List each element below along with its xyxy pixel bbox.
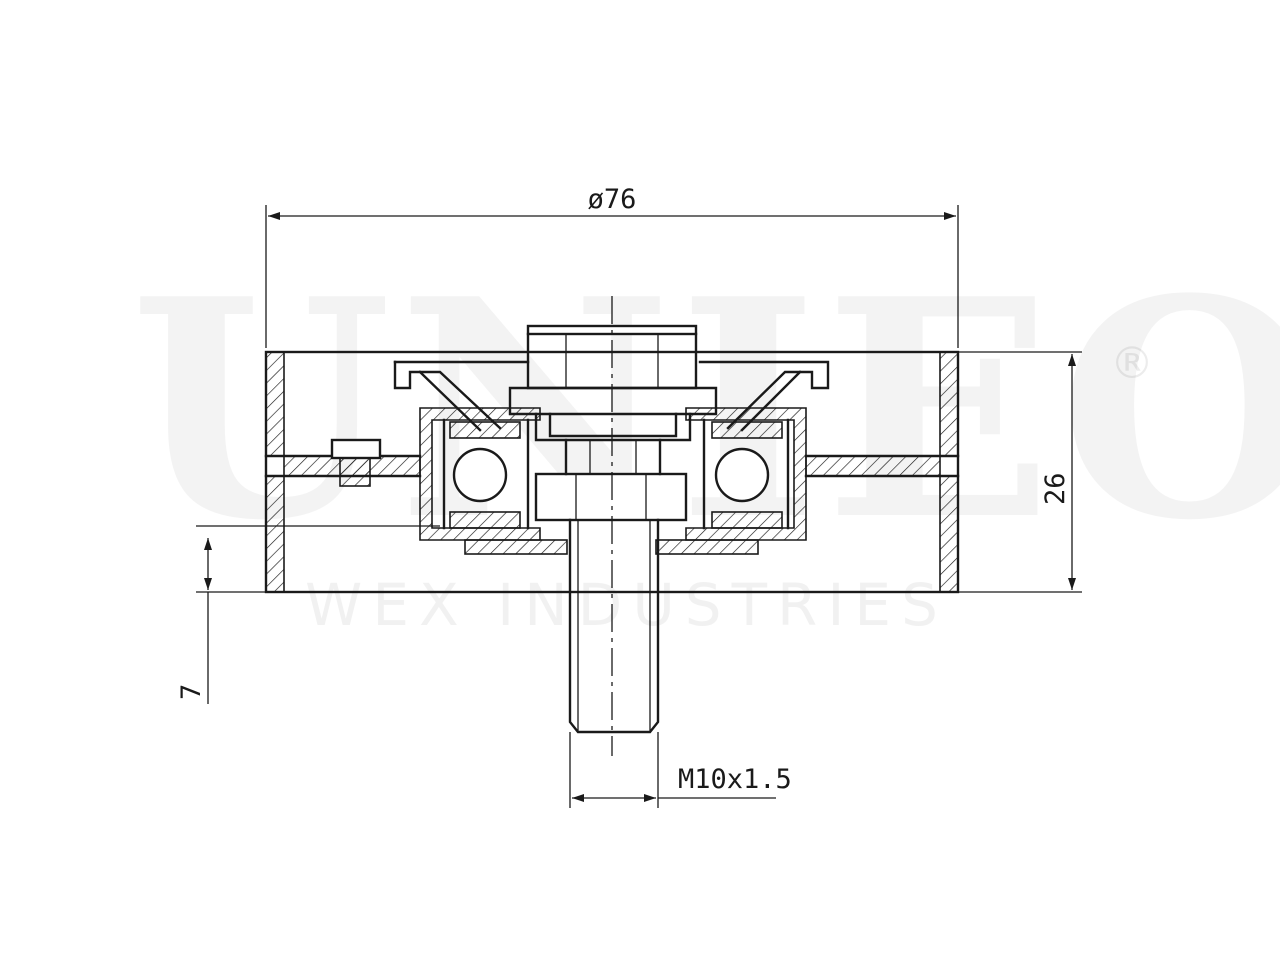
dimension-width: 26 <box>958 351 1082 593</box>
bearing-ball-left <box>452 447 508 503</box>
watermark-registered-mark: ® <box>1110 338 1154 389</box>
bearing-ball-right <box>714 447 770 503</box>
dust-shield <box>393 360 830 432</box>
dimension-label-diameter: ø76 <box>588 184 637 215</box>
watermark-company: WEX INDUSTRIES <box>305 571 948 639</box>
dimension-label-offset: 7 <box>176 684 207 700</box>
bolt-assembly <box>464 296 759 756</box>
dimension-offset: 7 <box>176 525 440 704</box>
dimension-outer-diameter: ø76 <box>265 184 959 348</box>
pulley-body <box>264 350 960 594</box>
dimension-label-width: 26 <box>1040 472 1071 505</box>
bearing-housing <box>419 407 807 541</box>
dimension-thread: M10x1.5 <box>569 732 792 808</box>
dimension-label-thread: M10x1.5 <box>678 764 792 795</box>
